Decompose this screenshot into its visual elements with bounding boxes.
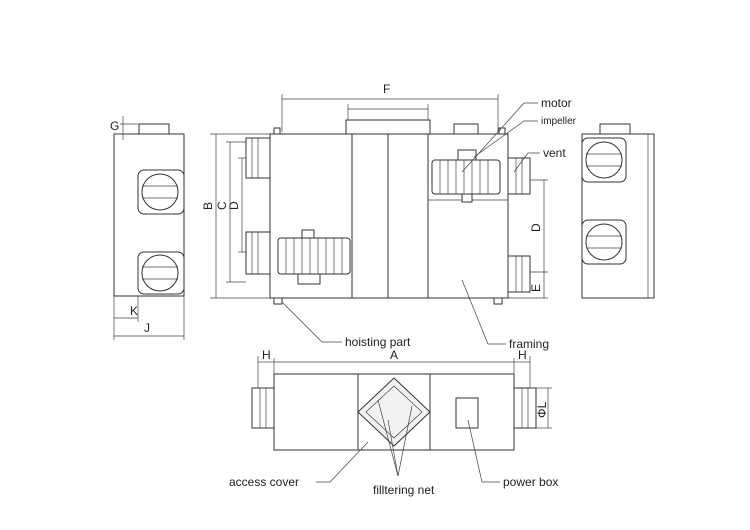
callout-vent: vent xyxy=(543,146,566,160)
dim-label-a: A xyxy=(390,348,398,362)
plan-view xyxy=(251,356,552,451)
callout-access-cover: access cover xyxy=(229,475,299,489)
callout-filtering-net: filltering net xyxy=(373,483,435,497)
dim-label-h-right: H xyxy=(518,348,527,362)
dim-label-g: G xyxy=(110,119,119,133)
callout-motor: motor xyxy=(541,96,572,110)
dim-label-e: E xyxy=(529,284,543,292)
dim-label-f: F xyxy=(383,82,390,96)
dim-label-k: K xyxy=(130,304,138,318)
callout-framing: framing xyxy=(509,337,549,351)
dim-label-j: J xyxy=(144,321,150,335)
dim-label-d-left: D xyxy=(227,201,241,210)
callout-leaders xyxy=(281,102,540,483)
dim-label-phi-l: ΦL xyxy=(535,401,549,418)
right-side-view xyxy=(581,123,655,299)
front-view xyxy=(210,94,548,305)
dim-label-h-left: H xyxy=(262,348,271,362)
callout-power-box: power box xyxy=(503,475,558,489)
dim-label-c: C xyxy=(215,201,229,210)
left-side-view xyxy=(113,116,185,340)
dim-label-b: B xyxy=(201,202,215,210)
callout-impeller: impeller xyxy=(541,116,577,127)
callout-hoisting-part: hoisting part xyxy=(345,335,411,349)
dim-label-d-right: D xyxy=(529,223,543,232)
